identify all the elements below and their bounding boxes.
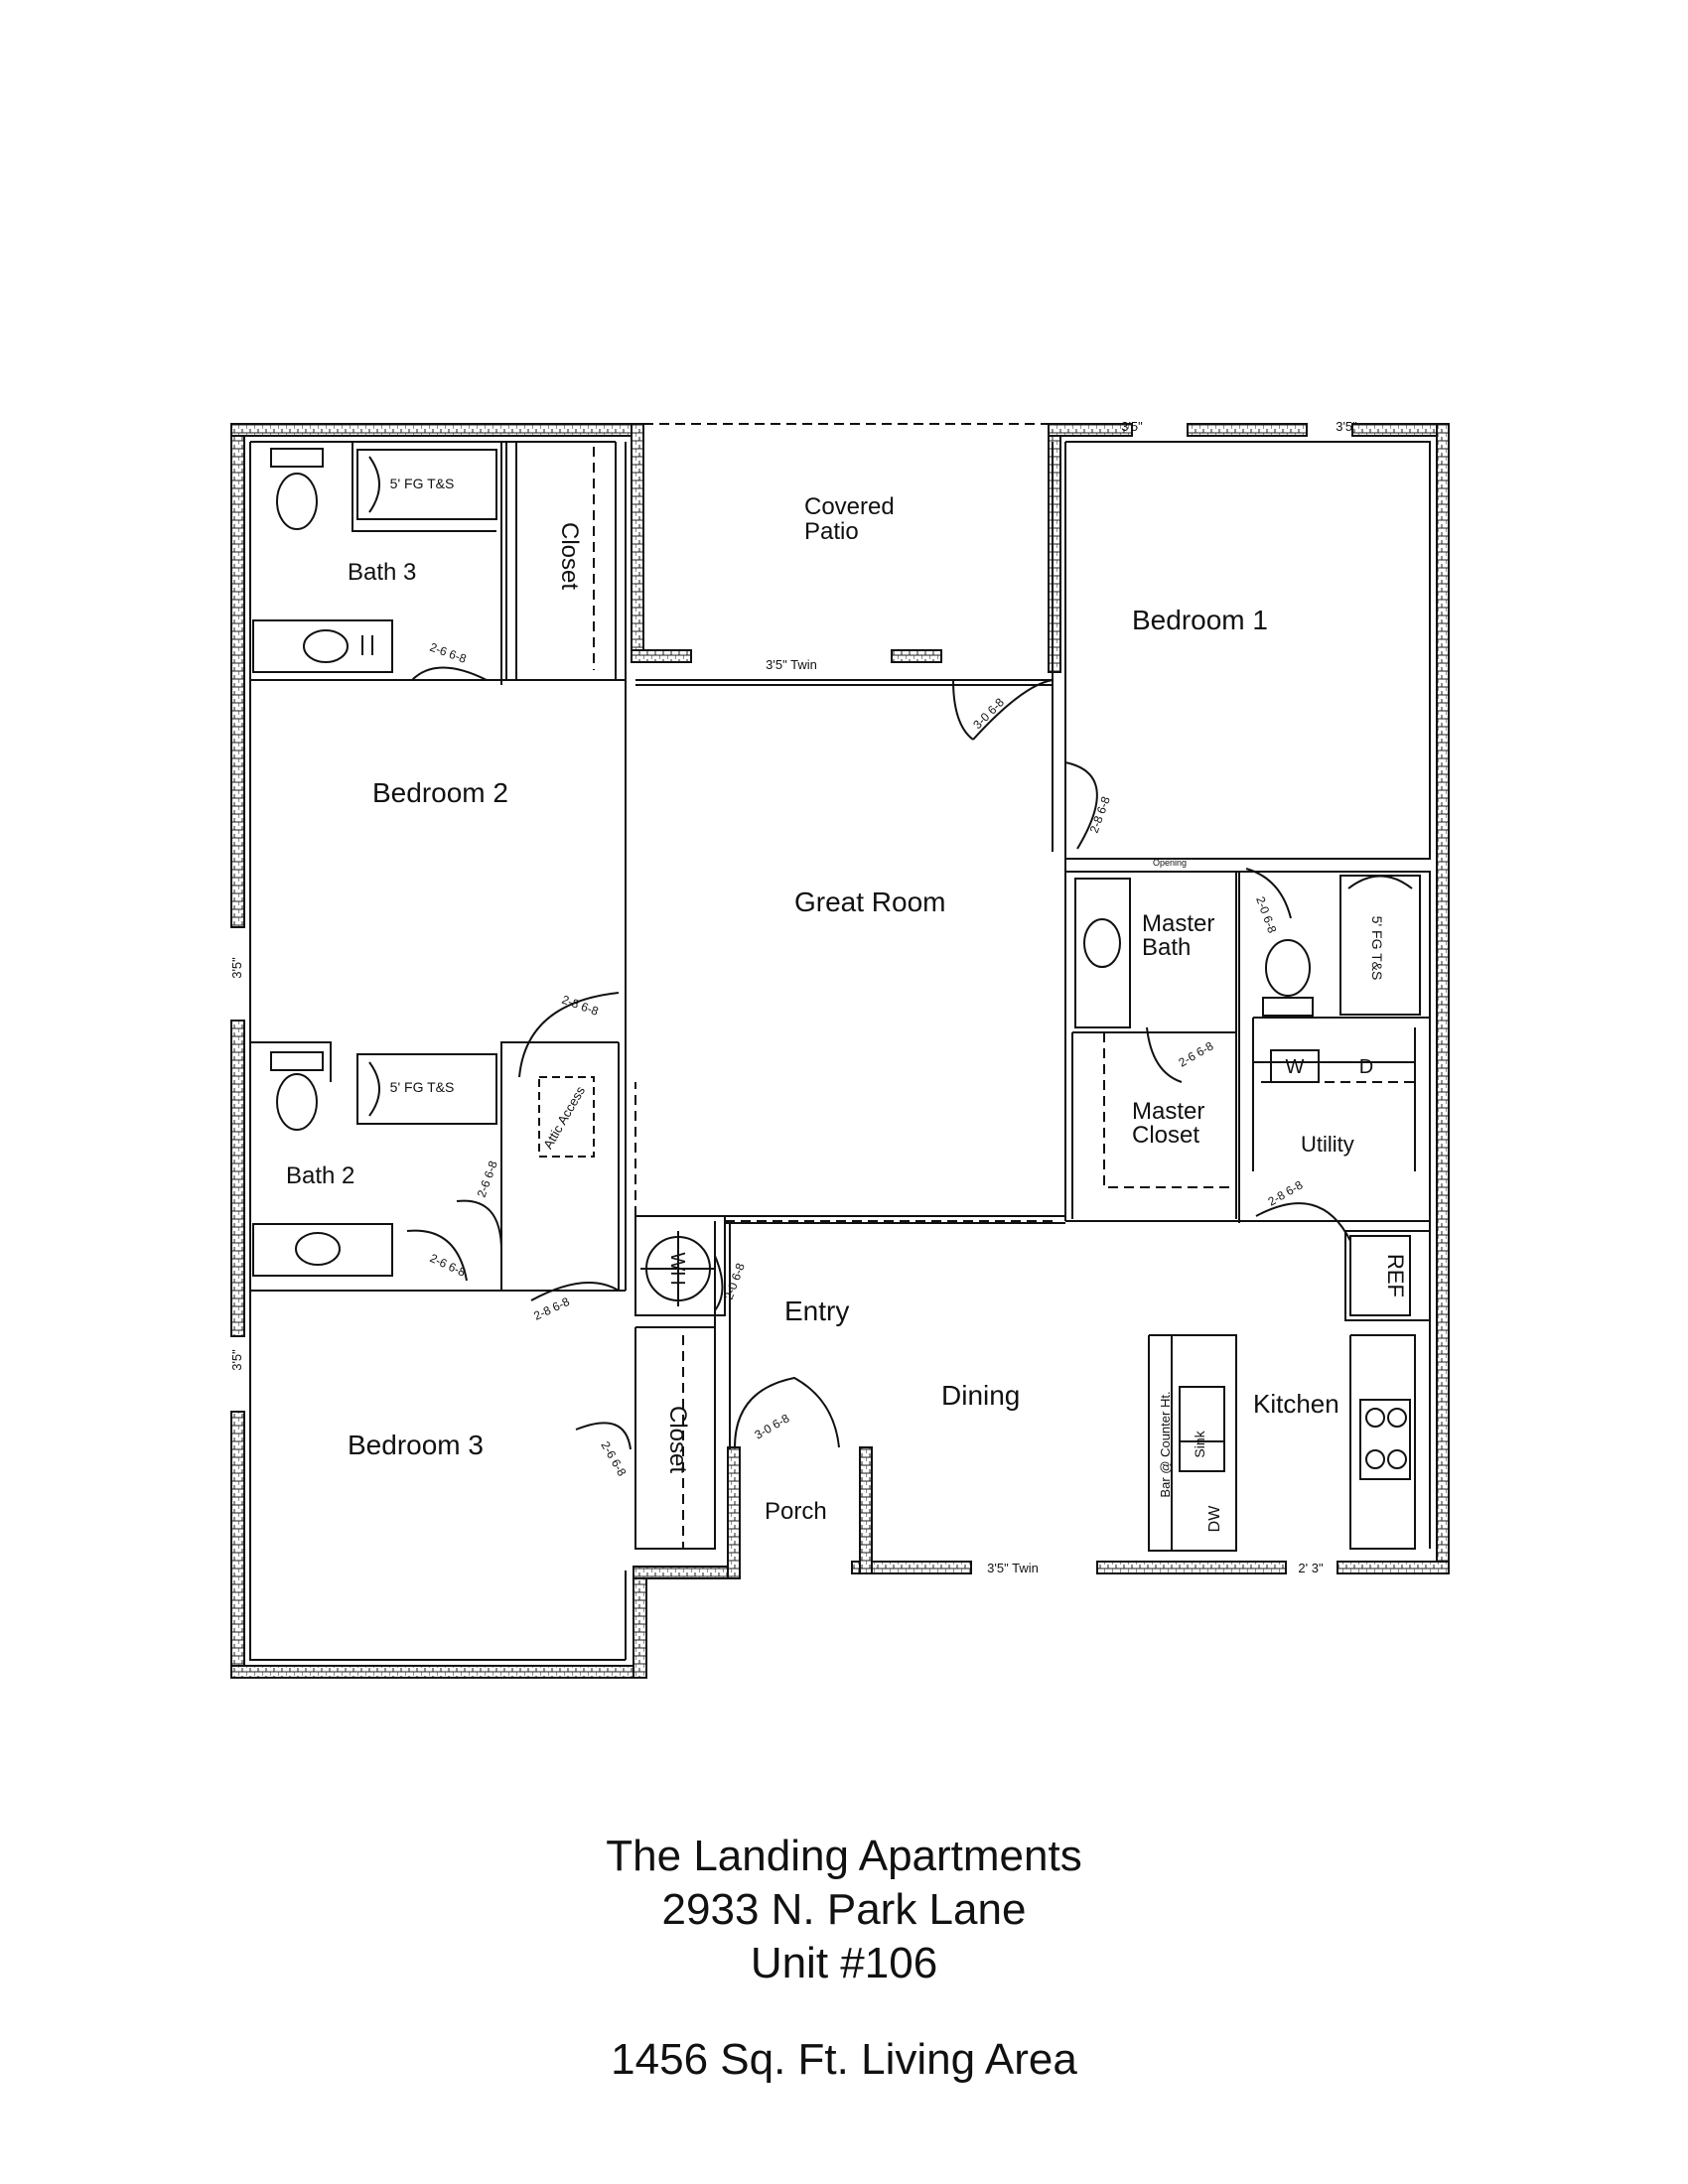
sink-bath-2 bbox=[252, 1223, 393, 1277]
caption-unit: Unit #106 bbox=[750, 1939, 938, 1987]
tub-label: 5' FG T&S bbox=[390, 476, 455, 491]
window-labels: 3'5" 3'5" 3'5" Twin 3'5" Twin 2' 3" 3'5"… bbox=[229, 419, 1357, 1575]
door-label: 2-6 6-8 bbox=[428, 640, 469, 666]
sink-bath-3 bbox=[252, 619, 393, 673]
door-label: 2-6 6-8 bbox=[475, 1159, 500, 1199]
bar-label: Bar @ Counter Ht. bbox=[1158, 1391, 1173, 1497]
tub-bath-3 bbox=[356, 449, 497, 520]
dishwasher-label: DW bbox=[1206, 1505, 1223, 1533]
attic-access-label: Attic Access bbox=[540, 1083, 588, 1152]
caption-address: 2933 N. Park Lane bbox=[661, 1885, 1027, 1934]
window-label: 3'5" bbox=[1336, 419, 1357, 434]
refrigerator-label: REF bbox=[1383, 1254, 1408, 1297]
room-master-bath: Master bbox=[1142, 910, 1214, 937]
door-label: 3-0 6-8 bbox=[970, 695, 1007, 732]
room-porch: Porch bbox=[765, 1498, 827, 1525]
room-bath-2: Bath 2 bbox=[286, 1162, 354, 1189]
door-label: 2-6 6-8 bbox=[428, 1251, 469, 1280]
room-entry: Entry bbox=[784, 1296, 849, 1326]
room-master-bath-2: Bath bbox=[1142, 934, 1191, 961]
room-dining: Dining bbox=[941, 1380, 1020, 1411]
water-heater bbox=[640, 1231, 716, 1306]
toilet-master-bath bbox=[1262, 939, 1314, 1017]
room-closet: Closet bbox=[556, 522, 583, 590]
window-label: 3'5" bbox=[1121, 419, 1143, 434]
room-utility: Utility bbox=[1301, 1132, 1354, 1157]
room-great-room: Great Room bbox=[794, 887, 946, 917]
room-bedroom-2: Bedroom 2 bbox=[372, 777, 508, 808]
kitchen-sink bbox=[1179, 1386, 1225, 1472]
room-covered-patio: Covered bbox=[804, 493, 895, 520]
door-labels: 2-6 6-8 3-0 6-8 2-8 6-8 2-0 6-8 2-6 6-8 … bbox=[428, 640, 1306, 1479]
toilet-bath-2 bbox=[270, 1051, 324, 1131]
refrigerator bbox=[1349, 1235, 1411, 1316]
caption-title: The Landing Apartments bbox=[606, 1832, 1082, 1880]
door-label: 2-8 6-8 bbox=[531, 1295, 572, 1323]
room-bedroom-1: Bedroom 1 bbox=[1132, 605, 1268, 635]
door-label: 3-0 6-8 bbox=[753, 1411, 792, 1441]
window-label: 3'5" Twin bbox=[987, 1561, 1039, 1575]
door-label: 2-6 6-8 bbox=[1177, 1038, 1216, 1069]
door-label: 2-6 6-8 bbox=[598, 1439, 629, 1479]
toilet-bath-3 bbox=[270, 448, 324, 530]
tub-master-bath bbox=[1339, 875, 1421, 1016]
tub-bath-2 bbox=[356, 1053, 497, 1125]
room-closet: Closet bbox=[664, 1406, 691, 1473]
water-heater-label: WH bbox=[666, 1252, 688, 1285]
dashed-lines bbox=[593, 423, 1415, 1549]
room-covered-patio-2: Patio bbox=[804, 518, 859, 545]
washer-label: W bbox=[1286, 1056, 1305, 1078]
room-bath-3: Bath 3 bbox=[348, 559, 416, 586]
door-label: 2-8 6-8 bbox=[1087, 794, 1113, 835]
door-label: 2-0 6-8 bbox=[1253, 894, 1279, 935]
sink-master-bath bbox=[1074, 878, 1131, 1028]
caption-area: 1456 Sq. Ft. Living Area bbox=[611, 2035, 1077, 2084]
room-master-closet-2: Closet bbox=[1132, 1122, 1199, 1149]
room-kitchen: Kitchen bbox=[1253, 1389, 1339, 1419]
room-labels: Covered Patio Bedroom 1 Bath 3 Closet Be… bbox=[286, 493, 1354, 1525]
room-master-closet: Master bbox=[1132, 1098, 1204, 1125]
opening-label: Opening bbox=[1153, 858, 1187, 868]
window-label: 3'5" bbox=[229, 957, 244, 979]
room-bedroom-3: Bedroom 3 bbox=[348, 1430, 484, 1460]
attic-access bbox=[538, 1076, 595, 1158]
window-label: 3'5" bbox=[229, 1349, 244, 1371]
washer bbox=[1270, 1049, 1320, 1083]
tub-label: 5' FG T&S bbox=[1369, 916, 1385, 981]
window-label: 2' 3" bbox=[1298, 1561, 1324, 1575]
tub-label: 5' FG T&S bbox=[390, 1079, 455, 1095]
door-swings bbox=[406, 666, 1351, 1450]
interior-walls bbox=[249, 441, 1431, 1661]
sink-label: Sink bbox=[1192, 1430, 1207, 1457]
range bbox=[1359, 1399, 1411, 1480]
window-label: 3'5" Twin bbox=[766, 657, 817, 672]
dryer-label: D bbox=[1359, 1056, 1373, 1078]
